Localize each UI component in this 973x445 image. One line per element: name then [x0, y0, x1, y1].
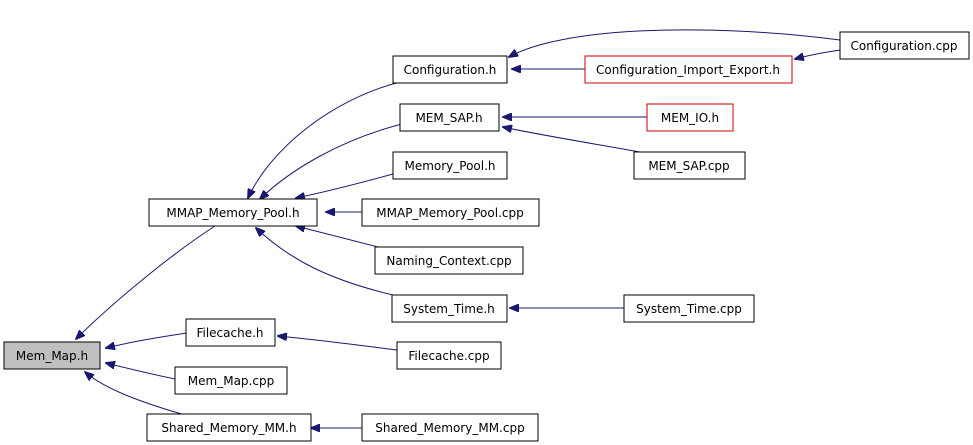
node-system-time-cpp[interactable]: System_Time.cpp	[623, 294, 755, 323]
node-label: Memory_Pool.h	[404, 159, 495, 173]
node-filecache-cpp[interactable]: Filecache.cpp	[396, 341, 502, 370]
node-mmap-memory-pool-cpp[interactable]: MMAP_Memory_Pool.cpp	[361, 198, 540, 227]
node-filecache-h[interactable]: Filecache.h	[185, 318, 276, 347]
node-shared-memory-mm-h[interactable]: Shared_Memory_MM.h	[146, 413, 312, 442]
edge-mem-sap-h-to-mmap-pool	[260, 123, 403, 199]
node-shared-memory-mm-cpp[interactable]: Shared_Memory_MM.cpp	[361, 413, 539, 442]
edge-filecache-cpp-to-filecache-h	[278, 336, 398, 351]
edge-configuration-cpp-to-configuration-h	[509, 29, 841, 57]
node-label: MEM_IO.h	[661, 111, 719, 125]
node-label: Filecache.h	[196, 326, 263, 340]
node-label: Shared_Memory_MM.h	[161, 421, 296, 435]
edge-configuration-h-to-mmap-pool	[248, 81, 401, 198]
node-configuration-h[interactable]: Configuration.h	[392, 55, 508, 84]
edge-filecache-h-to-mem-map	[106, 332, 188, 348]
node-label: Mem_Map.h	[16, 349, 88, 363]
node-label: Filecache.cpp	[408, 349, 489, 363]
edge-mem-map-cpp-to-mem-map	[106, 363, 176, 380]
node-mem-io-h[interactable]: MEM_IO.h	[646, 103, 734, 132]
edges	[76, 29, 842, 428]
node-label: System_Time.cpp	[636, 302, 742, 316]
edge-configuration-cpp-to-import-export	[795, 49, 842, 59]
edge-mem-sap-cpp-to-mem-sap-h	[503, 127, 641, 153]
node-memory-pool-h[interactable]: Memory_Pool.h	[392, 151, 508, 180]
node-label: Configuration.h	[404, 63, 497, 77]
node-mem-map-cpp[interactable]: Mem_Map.cpp	[174, 366, 288, 395]
node-configuration-import-export-h[interactable]: Configuration_Import_Export.h	[584, 55, 793, 84]
node-mem-sap-h[interactable]: MEM_SAP.h	[399, 103, 500, 132]
edge-memory-pool-h-to-mmap-pool	[296, 173, 394, 198]
edge-system-time-h-to-mmap-pool	[256, 228, 394, 296]
node-label: System_Time.h	[403, 302, 495, 316]
node-naming-context-cpp[interactable]: Naming_Context.cpp	[374, 246, 524, 275]
edge-shared-memory-mm-to-mem-map	[85, 372, 186, 416]
node-label: Mem_Map.cpp	[188, 374, 274, 388]
node-label: MEM_SAP.cpp	[648, 159, 729, 173]
node-label: MMAP_Memory_Pool.cpp	[376, 206, 523, 220]
node-label: MMAP_Memory_Pool.h	[166, 206, 299, 220]
node-label: Shared_Memory_MM.cpp	[375, 421, 524, 435]
node-label: Naming_Context.cpp	[386, 254, 511, 268]
node-label: Configuration_Import_Export.h	[596, 63, 780, 77]
edge-naming-context-to-mmap-pool	[296, 226, 387, 250]
node-mem-sap-cpp[interactable]: MEM_SAP.cpp	[633, 151, 746, 180]
node-label: MEM_SAP.h	[415, 111, 482, 125]
node-mem-map-h[interactable]: Mem_Map.h	[3, 341, 101, 370]
node-mmap-memory-pool-h[interactable]: MMAP_Memory_Pool.h	[148, 198, 318, 227]
edge-mmap-memory-pool-to-mem-map	[76, 225, 216, 339]
node-configuration-cpp[interactable]: Configuration.cpp	[839, 31, 970, 60]
node-system-time-h[interactable]: System_Time.h	[391, 294, 508, 323]
nodes: Mem_Map.h MMAP_Memory_Pool.h Configurati…	[3, 31, 970, 442]
node-label: Configuration.cpp	[850, 39, 957, 53]
